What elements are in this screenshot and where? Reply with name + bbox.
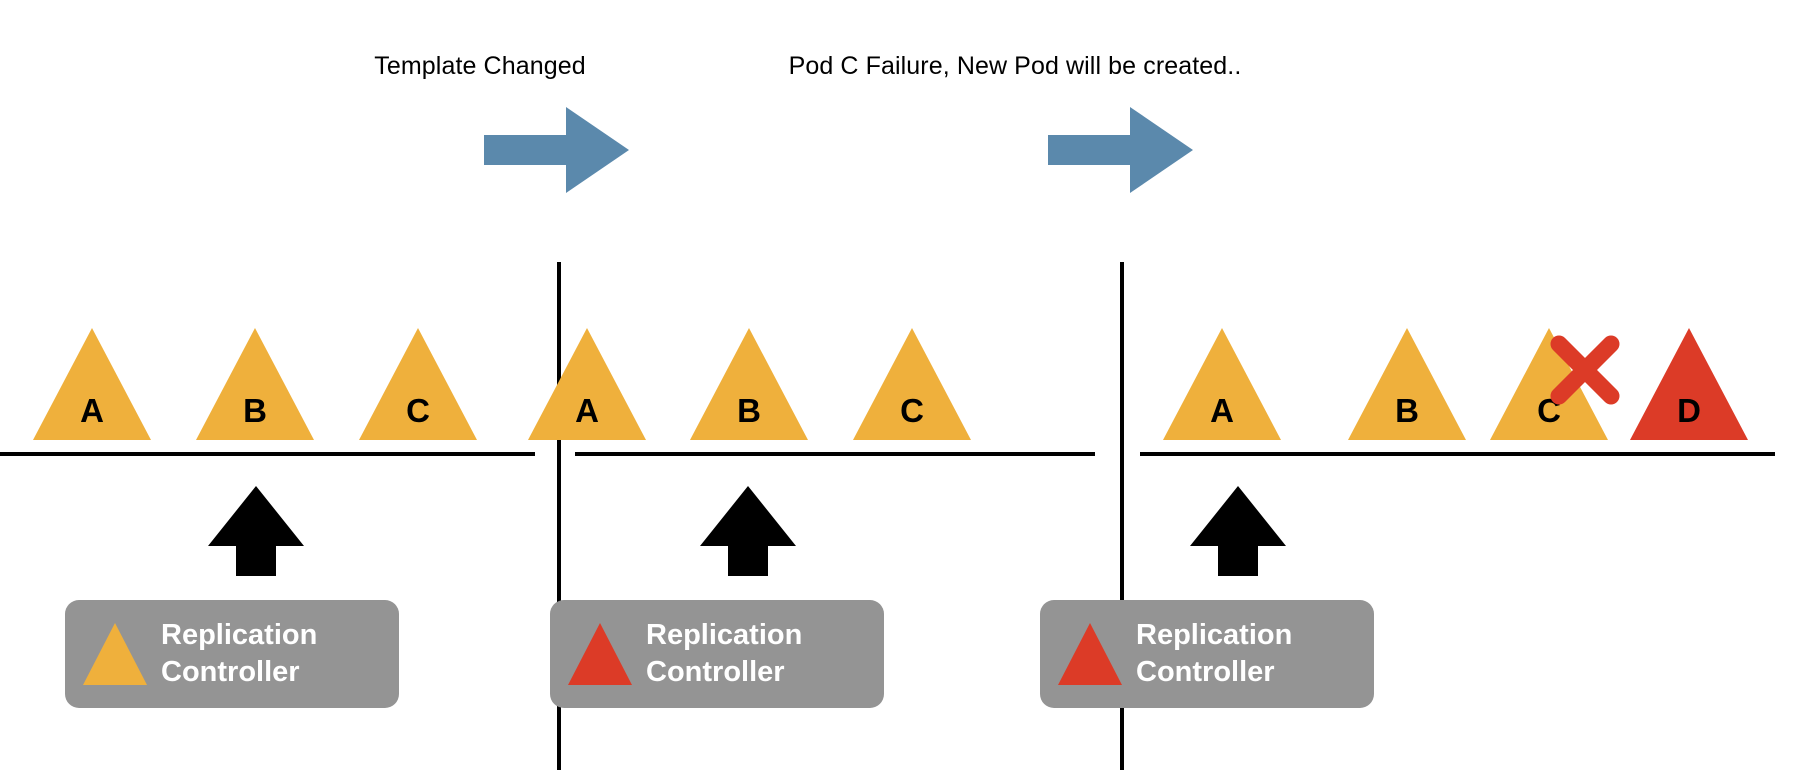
triangle-icon (528, 328, 646, 440)
pod-c[interactable]: C (359, 328, 477, 440)
pod-c[interactable]: C (853, 328, 971, 440)
panel-baseline (575, 452, 1095, 456)
right-block-arrow-1 (484, 105, 629, 195)
transition-caption-1: Template Changed (374, 52, 586, 80)
up-block-arrow (1190, 486, 1286, 576)
triangle-icon (568, 623, 632, 685)
panel-baseline (1140, 452, 1775, 456)
pod-a[interactable]: A (33, 328, 151, 440)
failure-x-icon (1548, 333, 1622, 407)
replication-controller-box[interactable]: Replication Controller (1040, 600, 1374, 708)
panel-divider-2 (1120, 262, 1124, 770)
triangle-icon (1630, 328, 1748, 440)
rc-label-line-1: Replication (646, 619, 803, 652)
triangle-icon (1058, 623, 1122, 685)
triangle-icon (33, 328, 151, 440)
pod-b[interactable]: B (690, 328, 808, 440)
replication-controller-label: Replication Controller (646, 617, 802, 691)
right-block-arrow-2 (1048, 105, 1193, 195)
triangle-icon (1348, 328, 1466, 440)
pod-b[interactable]: B (1348, 328, 1466, 440)
up-block-arrow-icon (700, 486, 796, 576)
pod-d-new[interactable]: D (1630, 328, 1748, 440)
replication-controller-box[interactable]: Replication Controller (65, 600, 399, 708)
transition-caption-2: Pod C Failure, New Pod will be created.. (788, 52, 1242, 80)
rc-label-line-1: Replication (1136, 619, 1293, 652)
right-block-arrow-icon (484, 107, 629, 193)
replication-controller-label: Replication Controller (1136, 617, 1292, 691)
triangle-icon (196, 328, 314, 440)
replication-controller-label: Replication Controller (161, 617, 317, 691)
triangle-icon (1163, 328, 1281, 440)
up-block-arrow (208, 486, 304, 576)
pod-a[interactable]: A (528, 328, 646, 440)
panel-baseline (0, 452, 535, 456)
triangle-icon (690, 328, 808, 440)
x-mark-icon (1550, 335, 1620, 405)
pod-b[interactable]: B (196, 328, 314, 440)
rc-label-line-2: Controller (646, 656, 785, 688)
triangle-icon (83, 623, 147, 685)
triangle-icon (359, 328, 477, 440)
rc-label-line-2: Controller (161, 656, 300, 688)
right-block-arrow-icon (1048, 107, 1193, 193)
rc-label-line-1: Replication (161, 619, 318, 652)
triangle-icon (1490, 328, 1608, 440)
up-block-arrow (700, 486, 796, 576)
up-block-arrow-icon (208, 486, 304, 576)
replication-controller-box[interactable]: Replication Controller (550, 600, 884, 708)
pod-a[interactable]: A (1163, 328, 1281, 440)
rc-label-line-2: Controller (1136, 656, 1275, 688)
panel-divider-1 (557, 262, 561, 770)
triangle-icon (853, 328, 971, 440)
up-block-arrow-icon (1190, 486, 1286, 576)
